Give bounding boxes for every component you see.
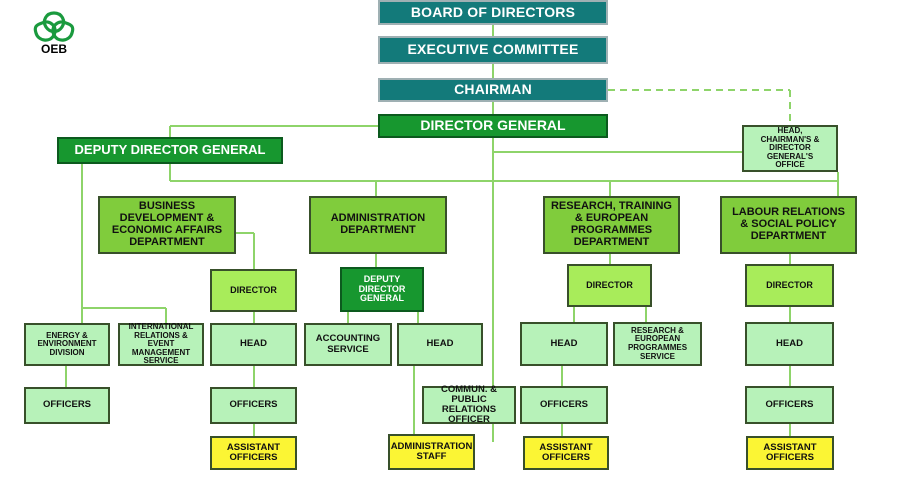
oeb-logo-icon xyxy=(33,11,75,42)
head-admin-box: HEAD xyxy=(397,323,483,366)
director-general-box: DIRECTOR GENERAL xyxy=(378,114,608,138)
head-business-box: HEAD xyxy=(210,323,297,366)
deputy-director-general-admin-box: DEPUTY DIRECTOR GENERAL xyxy=(340,267,424,312)
head-research-box: HEAD xyxy=(520,322,608,366)
communications-officer-box: COMMUN. & PUBLIC RELATIONS OFFICER xyxy=(422,384,516,425)
director-business-box: DIRECTOR xyxy=(210,269,297,312)
head-chairman-office-box: HEAD, CHAIRMAN'S & DIRECTOR GENERAL'S OF… xyxy=(742,125,838,172)
assistant-officers-research-box: ASSISTANT OFFICERS xyxy=(523,436,609,470)
administration-staff-box: ADMINISTRATION STAFF xyxy=(388,434,475,470)
assistant-officers-labour-box: ASSISTANT OFFICERS xyxy=(746,436,834,470)
chairman-box: CHAIRMAN xyxy=(378,78,608,102)
executive-committee-box: EXECUTIVE COMMITTEE xyxy=(378,36,608,64)
assistant-officers-business-box: ASSISTANT OFFICERS xyxy=(210,436,297,470)
officers-research-box: OFFICERS xyxy=(520,386,608,424)
administration-department-box: ADMINISTRATION DEPARTMENT xyxy=(309,196,447,254)
accounting-service-box: ACCOUNTING SERVICE xyxy=(304,323,392,366)
director-labour-box: DIRECTOR xyxy=(745,264,834,307)
logo-label: OEB xyxy=(40,42,67,56)
energy-environment-division-box: ENERGY & ENVIRONMENT DIVISION xyxy=(24,323,110,366)
labour-relations-department-box: LABOUR RELATIONS & SOCIAL POLICY DEPARTM… xyxy=(720,196,857,254)
deputy-director-general-box: DEPUTY DIRECTOR GENERAL xyxy=(57,137,283,164)
research-programmes-service-box: RESEARCH & EUROPEAN PROGRAMMES SERVICE xyxy=(613,322,702,366)
head-labour-box: HEAD xyxy=(745,322,834,366)
officers-business-box: OFFICERS xyxy=(210,387,297,424)
board-of-directors-box: BOARD OF DIRECTORS xyxy=(378,0,608,25)
director-research-box: DIRECTOR xyxy=(567,264,652,307)
officers-labour-box: OFFICERS xyxy=(745,386,834,424)
research-training-department-box: RESEARCH, TRAINING & EUROPEAN PROGRAMMES… xyxy=(543,196,680,254)
international-relations-service-box: INTERNATIONAL RELATIONS & EVENT MANAGEME… xyxy=(118,322,204,366)
business-development-department-box: BUSINESS DEVELOPMENT & ECONOMIC AFFAIRS … xyxy=(98,196,236,254)
officers-energy-box: OFFICERS xyxy=(24,387,110,424)
